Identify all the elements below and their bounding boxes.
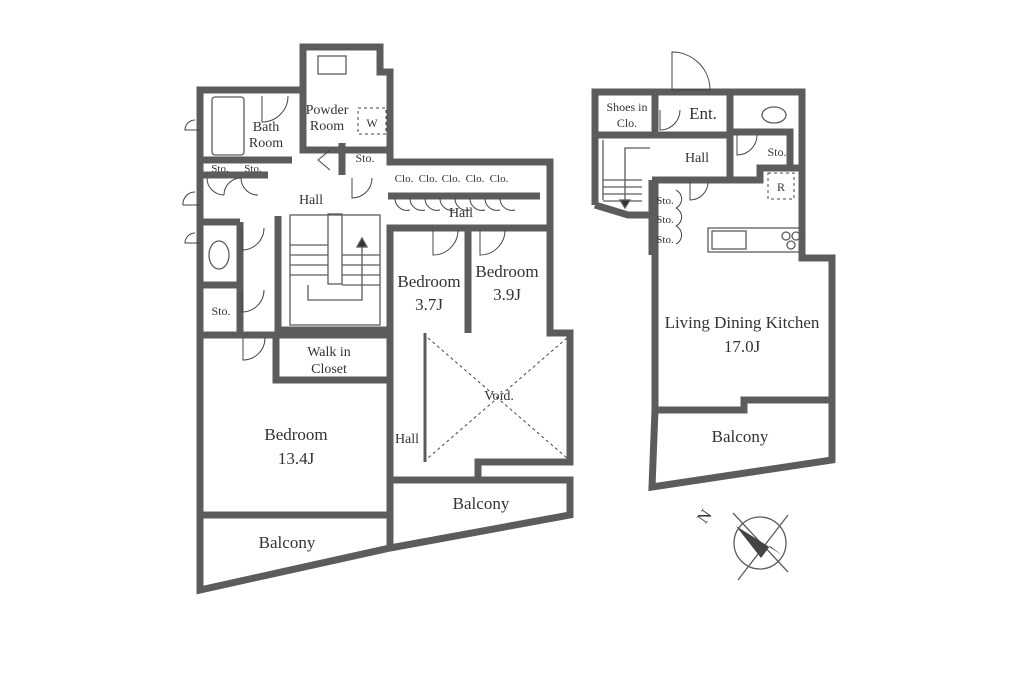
closet-label: Clo. <box>466 173 485 185</box>
right-unit: Shoes in Clo. Ent. Hall Sto. R Sto. Sto.… <box>591 51 836 492</box>
compass-ring <box>733 516 787 570</box>
wall <box>272 335 390 384</box>
wall <box>299 90 392 154</box>
closet-label: Clo. <box>442 173 461 185</box>
stove-burners <box>781 231 801 250</box>
shoes-closet-label-2: Clo. <box>617 116 637 130</box>
void-label: Void. <box>484 389 514 404</box>
ldk-label: Living Dining Kitchen <box>665 313 820 332</box>
washer-label: W <box>366 116 378 130</box>
bath-room-label-2: Room <box>249 136 283 151</box>
storage-label: Sto. <box>656 214 674 226</box>
hall-label: Hall <box>395 432 419 447</box>
balcony-left-outline <box>196 511 394 595</box>
toilet <box>208 240 230 270</box>
fridge-space <box>767 172 795 200</box>
stair-core <box>327 213 343 285</box>
staircase <box>289 214 381 326</box>
walk-in-closet-label-2: Closet <box>311 362 347 377</box>
kitchen-sink <box>711 230 747 250</box>
storage-label: Sto. <box>244 163 262 175</box>
bedroom-size: 3.7J <box>415 295 443 314</box>
closet-label: Clo. <box>490 173 509 185</box>
shoes-closet-label: Shoes in <box>606 100 647 114</box>
wall <box>730 128 794 170</box>
staircase <box>602 140 650 210</box>
balcony-right-outline <box>389 476 574 552</box>
compass: N <box>693 506 789 581</box>
storage-label: Sto. <box>211 163 229 175</box>
left-unit-outer-wall <box>196 43 574 519</box>
closet-label: Clo. <box>395 173 414 185</box>
bath-room-label: Bath <box>253 120 279 135</box>
storage-label: Sto. <box>656 234 674 246</box>
closet-label: Clo. <box>419 173 438 185</box>
balcony-label: Balcony <box>712 427 769 446</box>
bedroom-size: 3.9J <box>493 285 521 304</box>
hall-label: Hall <box>449 206 473 221</box>
storage-label: Sto. <box>767 145 786 159</box>
toilet <box>761 106 787 124</box>
right-unit-outer-wall <box>591 88 836 414</box>
entrance-label: Ent. <box>689 104 717 123</box>
walk-in-closet-label: Walk in <box>307 345 351 360</box>
washer-space <box>357 107 387 135</box>
hall-label: Hall <box>685 151 709 166</box>
void-cross <box>427 337 568 459</box>
hall-label: Hall <box>299 193 323 208</box>
storage-label: Sto. <box>355 151 374 165</box>
master-bedroom-size: 13.4J <box>278 449 315 468</box>
doors <box>659 51 758 245</box>
storage-label: Sto. <box>656 195 674 207</box>
fridge-label: R <box>777 180 785 194</box>
bathtub <box>211 96 245 156</box>
ldk-size: 17.0J <box>724 337 761 356</box>
kitchen-counter <box>707 227 801 253</box>
compass-needle-icon <box>736 526 782 558</box>
balcony-label: Balcony <box>453 494 510 513</box>
master-bedroom-label: Bedroom <box>264 425 327 444</box>
powder-room-label-2: Room <box>310 119 344 134</box>
left-unit: Powder Room W Bath Room Sto. Sto. Sto. C… <box>182 43 574 595</box>
storage-label: Sto. <box>211 304 230 318</box>
balcony-outline <box>648 396 836 492</box>
stair-treads <box>290 236 380 301</box>
compass-north-label: N <box>693 506 716 527</box>
powder-room-label: Powder <box>306 103 349 118</box>
sink <box>317 55 347 75</box>
bedroom-label: Bedroom <box>397 272 460 291</box>
doors <box>182 95 516 361</box>
wall <box>652 164 802 184</box>
balcony-label: Balcony <box>259 533 316 552</box>
wall <box>593 201 655 219</box>
bedroom-label: Bedroom <box>475 262 538 281</box>
